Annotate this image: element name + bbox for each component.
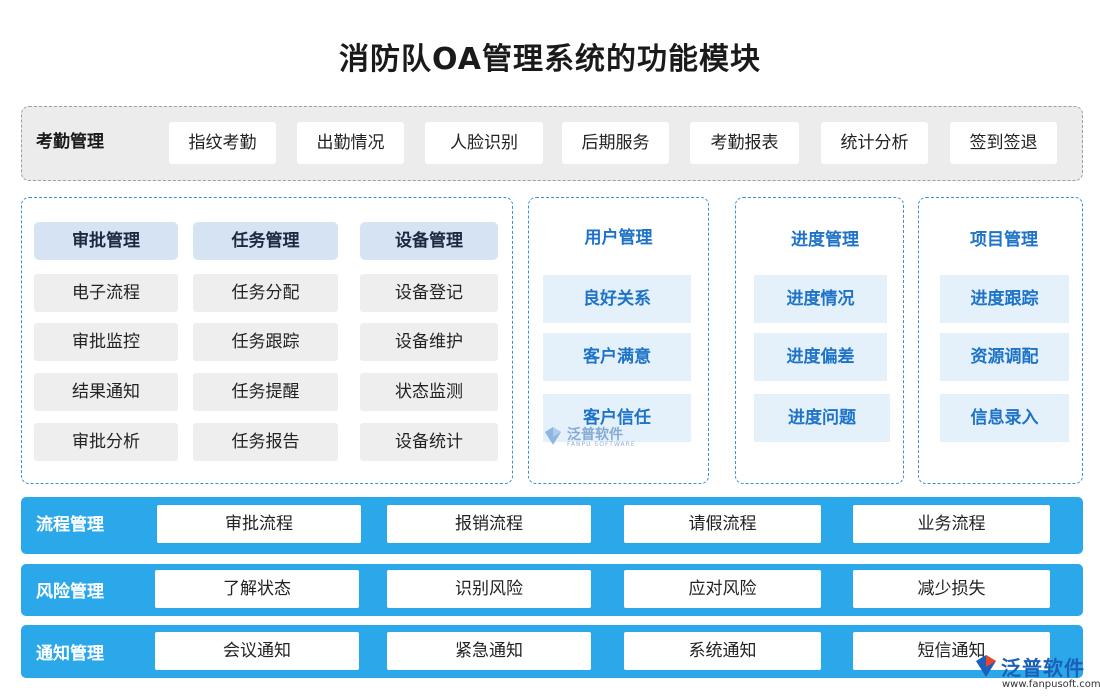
approval-head: 审批管理 — [34, 222, 178, 260]
risk-management-item: 减少损失 — [853, 570, 1050, 608]
device-item: 状态监测 — [360, 373, 498, 411]
notification-management-item: 会议通知 — [155, 632, 359, 670]
attendance-item: 签到签退 — [950, 122, 1057, 164]
logo-url: www.fanpusoft.com — [1002, 679, 1100, 690]
user-management-head: 用户管理 — [584, 228, 653, 248]
notification-management-item: 紧急通知 — [387, 632, 591, 670]
attendance-item: 后期服务 — [562, 122, 669, 164]
attendance-item: 人脸识别 — [425, 122, 543, 164]
risk-management-item: 识别风险 — [387, 570, 591, 608]
task-item: 任务分配 — [193, 274, 338, 312]
approval-item: 结果通知 — [34, 373, 178, 411]
task-head: 任务管理 — [193, 222, 338, 260]
progress-management-item: 进度偏差 — [754, 333, 887, 381]
watermark-text: 泛普软件 — [567, 427, 623, 443]
logo-text: 泛普软件 — [1001, 656, 1085, 680]
progress-management-head: 进度管理 — [791, 230, 859, 250]
task-item: 任务提醒 — [193, 373, 338, 411]
process-management-item: 请假流程 — [624, 505, 821, 543]
progress-management-item: 进度情况 — [754, 275, 887, 323]
watermark-subtext: FANPU SOFTWARE — [567, 441, 636, 448]
user-management-item: 良好关系 — [543, 275, 691, 323]
progress-management-item: 进度问题 — [754, 394, 890, 442]
notification-management-label: 通知管理 — [36, 644, 104, 664]
attendance-item: 统计分析 — [821, 122, 928, 164]
process-management-item: 业务流程 — [853, 505, 1050, 543]
attendance-item: 出勤情况 — [297, 122, 404, 164]
risk-management-item: 了解状态 — [155, 570, 359, 608]
watermark: 泛普软件 FANPU SOFTWARE — [543, 422, 643, 452]
device-item: 设备维护 — [360, 323, 498, 361]
process-management-item: 报销流程 — [387, 505, 591, 543]
process-management-item: 审批流程 — [157, 505, 361, 543]
device-item: 设备登记 — [360, 274, 498, 312]
approval-item: 审批监控 — [34, 323, 178, 361]
project-management-item: 进度跟踪 — [940, 275, 1069, 323]
device-head: 设备管理 — [360, 222, 498, 260]
device-item: 设备统计 — [360, 423, 498, 461]
notification-management-item: 短信通知 — [853, 632, 1050, 670]
fanpu-logo-icon — [545, 427, 561, 445]
task-item: 任务跟踪 — [193, 323, 338, 361]
fanpu-brand-icon — [976, 655, 996, 677]
user-management-item: 客户信任 — [543, 394, 691, 442]
user-management-item: 客户满意 — [543, 333, 691, 381]
risk-management-label: 风险管理 — [36, 582, 104, 602]
project-management-head: 项目管理 — [970, 230, 1038, 250]
notification-management-item: 系统通知 — [624, 632, 821, 670]
process-management-label: 流程管理 — [36, 515, 104, 535]
project-management-item: 信息录入 — [940, 394, 1069, 442]
approval-item: 电子流程 — [34, 274, 178, 312]
attendance-item: 指纹考勤 — [169, 122, 276, 164]
page-title: 消防队OA管理系统的功能模块 — [339, 42, 761, 77]
risk-management-item: 应对风险 — [624, 570, 821, 608]
attendance-item: 考勤报表 — [690, 122, 799, 164]
attendance-label: 考勤管理 — [36, 132, 104, 152]
approval-item: 审批分析 — [34, 423, 178, 461]
task-item: 任务报告 — [193, 423, 338, 461]
project-management-item: 资源调配 — [940, 333, 1069, 381]
fanpu-logo: 泛普软件 www.fanpusoft.com — [974, 650, 1100, 695]
